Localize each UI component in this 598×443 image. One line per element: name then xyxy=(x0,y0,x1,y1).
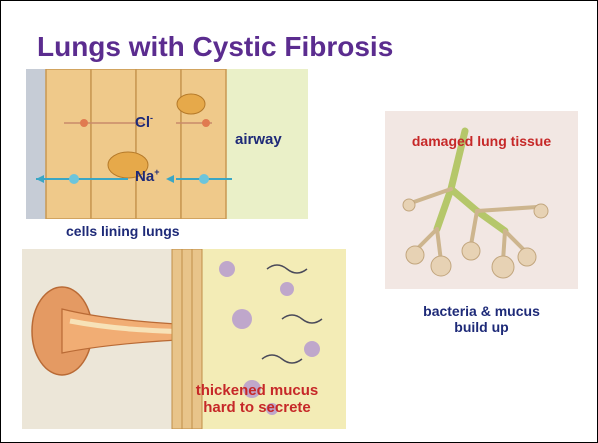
cells-lining-caption: cells lining lungs xyxy=(66,223,180,239)
damaged-lung-illustration: damaged lung tissue xyxy=(385,111,578,289)
thickened-mucus-label: thickened mucus hard to secrete xyxy=(168,382,346,416)
mucus-gland-illustration: thickened mucus hard to secrete xyxy=(22,249,346,429)
damaged-tissue-label: damaged lung tissue xyxy=(385,133,578,149)
bacteria-caption: bacteria & mucus build up xyxy=(385,303,578,335)
cell-lining-illustration: Cl- Na+ airway xyxy=(26,69,308,219)
sodium-label: Na+ xyxy=(135,167,159,185)
airway-label: airway xyxy=(235,131,282,148)
chloride-label: Cl- xyxy=(135,113,153,131)
slide-title: Lungs with Cystic Fibrosis xyxy=(37,31,393,63)
